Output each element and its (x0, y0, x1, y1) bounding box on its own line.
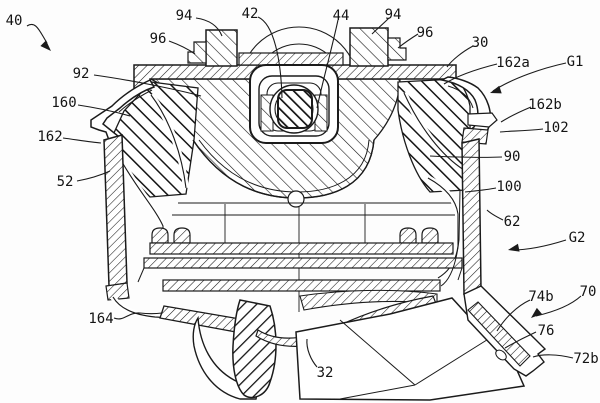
right-housing (439, 76, 498, 295)
ref-label-76: 76 (538, 323, 555, 339)
ref-label-94-right: 94 (385, 7, 402, 23)
leader-70 (535, 295, 582, 317)
ref-label-96-left: 96 (150, 31, 167, 47)
rubber-stopper-lobe (232, 299, 277, 399)
ref-label-164: 164 (88, 311, 113, 327)
ref-label-162: 162 (37, 129, 62, 145)
ref-label-g2: G2 (569, 230, 586, 246)
ref-label-96-right: 96 (417, 25, 434, 41)
leader-42 (257, 16, 283, 99)
leader-44 (316, 19, 339, 109)
leader-lines (26, 16, 582, 368)
ref-label-102: 102 (543, 120, 568, 136)
flange-96-left (187, 41, 207, 64)
leader-74b (496, 299, 531, 332)
leader-102 (499, 128, 544, 133)
arrowhead-70 (531, 307, 542, 318)
leader-62 (486, 209, 504, 221)
ref-label-162a: 162a (496, 55, 530, 71)
block-102 (461, 127, 489, 145)
leader-160 (77, 104, 131, 117)
flange-96-right (387, 37, 407, 61)
decoupler-bump (399, 227, 417, 244)
ref-label-90: 90 (504, 149, 521, 165)
lower-housing-diaphragm (159, 289, 526, 401)
ref-label-72b: 72b (573, 351, 598, 367)
lower-bracket-70 (463, 285, 547, 377)
orifice-plate-lower (162, 279, 441, 292)
tab-162b (467, 112, 498, 128)
outer-wall-62 (461, 138, 482, 295)
leader-g2 (511, 239, 567, 251)
leader-30 (446, 45, 474, 68)
ref-label-92: 92 (73, 66, 90, 82)
ref-label-62: 62 (504, 214, 521, 230)
ref-label-160: 160 (51, 95, 76, 111)
leader-162a (443, 63, 498, 85)
bolt-42 (277, 89, 313, 129)
flange-160-contour (118, 89, 153, 113)
chamber-liners (119, 160, 461, 281)
ref-label-94-left: 94 (176, 8, 193, 24)
leader-40 (26, 24, 48, 44)
wall-foot (105, 282, 130, 301)
leader-92 (93, 74, 202, 97)
tub-inner-1 (258, 75, 330, 137)
rubber-wedge-right (397, 78, 471, 193)
funnel-channels (148, 91, 466, 189)
ref-label-52: 52 (57, 174, 74, 190)
orifice-plate-middle (143, 257, 463, 269)
orifice-plate-assembly (137, 227, 463, 292)
leader-100 (464, 187, 497, 193)
arrowhead-g1 (490, 85, 502, 94)
orifice-plate-upper (149, 242, 454, 255)
bracket-hole (495, 349, 507, 361)
bracket-arm-facets (339, 319, 491, 400)
ref-label-44: 44 (333, 8, 350, 24)
ref-label-g1: G1 (567, 54, 584, 70)
leader-32 (306, 338, 318, 368)
ref-label-70: 70 (580, 284, 597, 300)
arrowhead-40 (40, 40, 51, 51)
decoupler-bump (151, 227, 169, 244)
bottom-flange-164 (159, 305, 241, 333)
ref-label-40: 40 (6, 13, 23, 29)
ref-label-162b: 162b (528, 97, 562, 113)
leader-arrowheads (40, 40, 542, 318)
ref-label-74b: 74b (528, 289, 553, 305)
upper-bracket-assembly (133, 27, 457, 144)
chamber-lines (172, 202, 456, 312)
decoupler-bump (421, 227, 439, 244)
leader-96-left (168, 40, 196, 55)
bowl-nub (287, 190, 305, 208)
leader-96-right (397, 33, 419, 49)
leader-94-right (371, 17, 390, 35)
post-right-94 (349, 27, 389, 67)
wall-inner-line (440, 189, 461, 287)
leader-162b (500, 106, 532, 123)
leader-76 (504, 331, 537, 349)
shell-s-curve-line (112, 296, 193, 320)
bracket-hatch-strip-74b-76 (467, 301, 531, 367)
rubber-wedge-left (112, 81, 199, 198)
left-housing (90, 79, 193, 322)
leader-94-left (195, 17, 223, 37)
reference-labels: 40 94 42 44 94 96 96 30 92 160 162 52 16… (6, 6, 599, 381)
ref-label-30: 30 (472, 35, 489, 51)
leader-164 (113, 312, 163, 320)
ref-label-32: 32 (317, 365, 334, 381)
ref-label-42: 42 (242, 6, 259, 22)
leader-90 (429, 155, 503, 158)
leader-162 (62, 137, 102, 144)
arrowhead-g2 (508, 243, 520, 252)
flange-162a-contour (447, 85, 474, 109)
decoupler-bump (173, 227, 191, 244)
leader-72b (532, 354, 574, 359)
ref-label-100: 100 (496, 179, 521, 195)
leader-52 (76, 170, 111, 182)
bracket-arm-3d (295, 297, 526, 401)
